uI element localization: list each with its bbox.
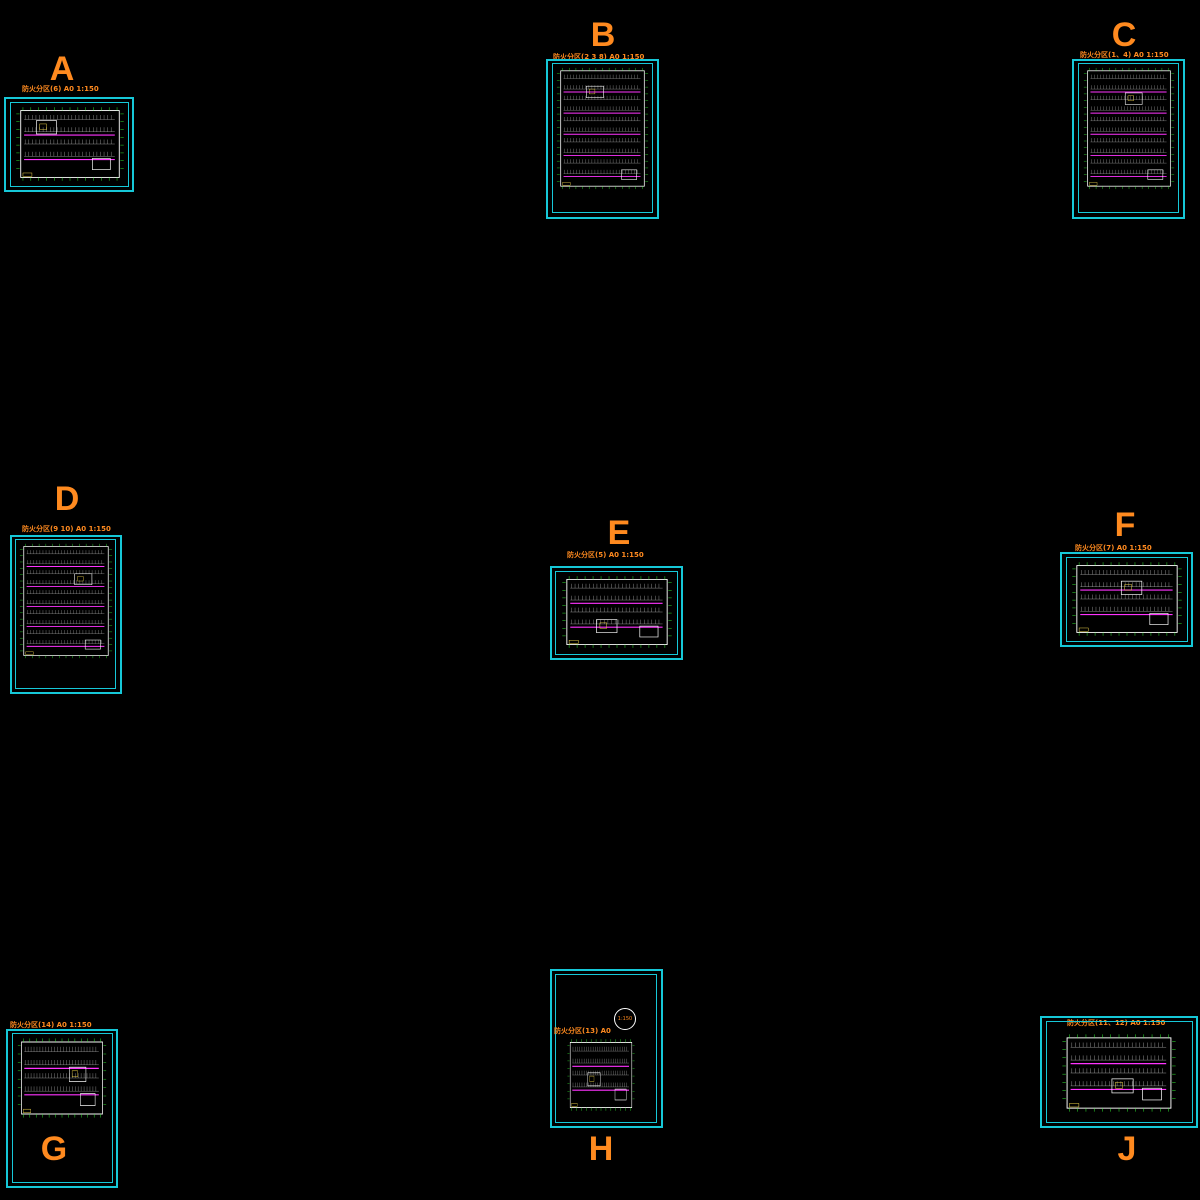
- sheet-title-f: 防火分区(7) A0 1:150: [1075, 544, 1152, 552]
- sheet-inner-frame-d: [15, 539, 116, 689]
- sheet-title-d: 防火分区(9 10) A0 1:150: [22, 525, 111, 533]
- floor-plan-a[interactable]: [14, 105, 126, 183]
- sheet-frame-g: [6, 1029, 118, 1188]
- sheet-inner-frame-e: [555, 571, 678, 655]
- sheet-letter-c: C: [1111, 16, 1137, 54]
- sheet-inner-frame-j: [1046, 1021, 1193, 1123]
- floor-plan-g[interactable]: [16, 1036, 108, 1120]
- sheet-inner-frame-a: [10, 102, 129, 187]
- sheet-letter-j: J: [1117, 1130, 1137, 1168]
- sheet-inner-frame-h: [555, 974, 657, 1123]
- sheet-title-e: 防火分区(5) A0 1:150: [567, 551, 644, 559]
- floor-plan-h[interactable]: [566, 1037, 636, 1113]
- sheet-title-h: 防火分区(13) A0: [554, 1027, 611, 1035]
- sheet-frame-b: [546, 59, 659, 219]
- sheet-title-b: 防火分区(2 3 8) A0 1:150: [553, 53, 645, 61]
- sheet-frame-e: [550, 566, 683, 660]
- sheet-title-g: 防火分区(14) A0 1:150: [10, 1021, 92, 1029]
- floor-plan-d[interactable]: [18, 542, 114, 660]
- sheet-title-j: 防火分区(11、12) A0 1:150: [1067, 1019, 1166, 1027]
- sheet-letter-f: F: [1114, 506, 1136, 544]
- floor-plan-j[interactable]: [1060, 1032, 1178, 1114]
- sheet-frame-c: [1072, 59, 1185, 219]
- sheet-letter-a: A: [49, 50, 75, 88]
- sheet-letter-e: E: [607, 514, 631, 552]
- sheet-frame-a: [4, 97, 134, 192]
- sheet-frame-d: [10, 535, 122, 694]
- sheet-title-a: 防火分区(6) A0 1:150: [22, 85, 99, 93]
- floor-plan-f[interactable]: [1070, 560, 1184, 638]
- sheet-frame-f: [1060, 552, 1193, 647]
- floor-plan-c[interactable]: [1082, 66, 1176, 191]
- floor-plan-b[interactable]: [555, 66, 650, 191]
- sheet-inner-frame-f: [1066, 557, 1188, 642]
- sheet-inner-frame-g: [12, 1033, 113, 1183]
- sheet-inner-frame-b: [552, 63, 653, 213]
- sheet-frame-j: [1040, 1016, 1198, 1128]
- floor-plan-e[interactable]: [560, 574, 674, 650]
- sheet-title-c: 防火分区(1、4) A0 1:150: [1080, 51, 1169, 59]
- sheet-inner-frame-c: [1078, 63, 1179, 213]
- sheet-letter-h: H: [588, 1130, 614, 1168]
- sheet-letter-g: G: [40, 1130, 68, 1168]
- scale-circle-h: 1:150: [614, 1008, 636, 1030]
- sheet-frame-h: [550, 969, 663, 1128]
- sheet-letter-b: B: [590, 16, 616, 54]
- sheet-letter-d: D: [54, 480, 80, 518]
